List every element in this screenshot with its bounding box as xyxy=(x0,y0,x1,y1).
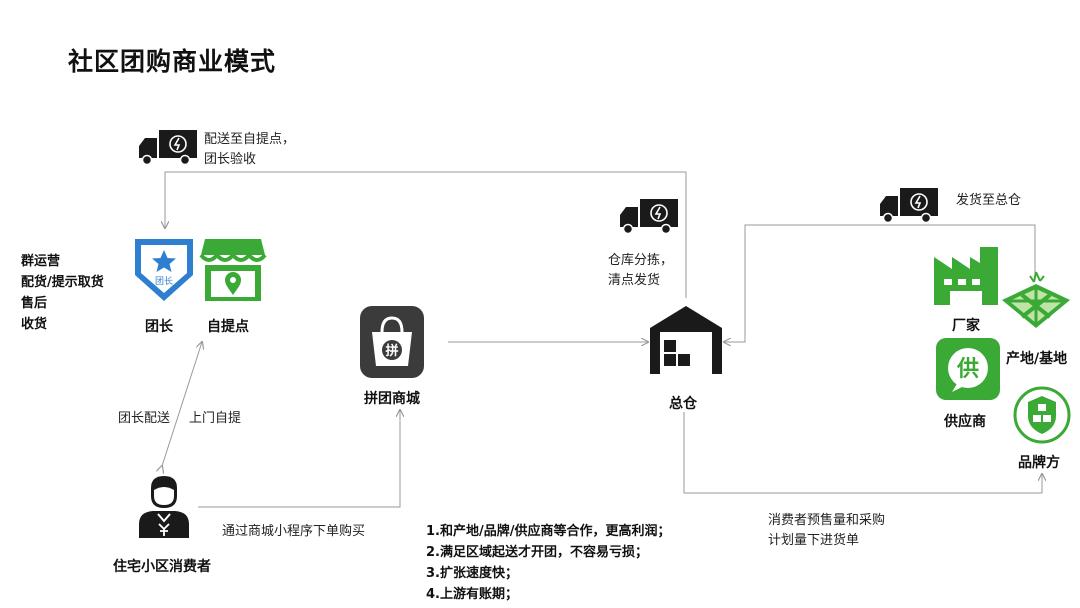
advantage-item: 1.和产地/品牌/供应商等合作，更高利润； xyxy=(426,524,671,539)
node-mall: 拼团商城 xyxy=(364,391,420,407)
node-brand: 品牌方 xyxy=(1018,455,1060,471)
supplier-icon: 供 xyxy=(936,338,1000,400)
delivery-truck-icon xyxy=(880,188,938,224)
edge-consumer-to-mall xyxy=(198,410,400,508)
warehouse-icon xyxy=(650,306,722,374)
pickup-store-icon xyxy=(199,239,267,301)
label-warehouse-sort: 仓库分拣， 清点发货 xyxy=(608,253,674,288)
farmland-icon xyxy=(1002,271,1070,328)
leader-badge-text: 团长 xyxy=(155,275,173,287)
label-deliver-to-pickup: 配送至自提点， 团长验收 xyxy=(204,132,296,167)
group-mall-icon: 拼 xyxy=(360,306,424,378)
delivery-truck-icon xyxy=(620,199,678,235)
label-leader-delivery: 团长配送 xyxy=(118,411,171,426)
leader-badge-icon: 团长 xyxy=(135,239,193,301)
edge-consumer-leader xyxy=(162,342,202,466)
brand-shield-icon xyxy=(1013,386,1071,444)
delivery-truck-icon xyxy=(139,130,197,166)
advantage-item: 3.扩张速度快； xyxy=(426,566,518,581)
leader-duties-list: 群运营 配货/提示取货 售后 收货 xyxy=(21,251,104,335)
node-factory: 厂家 xyxy=(952,318,980,334)
advantages-list: 1.和产地/品牌/供应商等合作，更高利润； 2.满足区域起送才开团，不容易亏损；… xyxy=(426,521,670,605)
edge-warehouse-to-brand xyxy=(683,412,1042,494)
edge-warehouse-to-pickup xyxy=(165,171,687,298)
label-ship-to-warehouse: 发货至总仓 xyxy=(956,193,1022,208)
node-pickup: 自提点 xyxy=(207,319,249,335)
label-self-pickup: 上门自提 xyxy=(189,411,242,426)
supplier-badge-text: 供 xyxy=(956,356,979,382)
edge-suppliers-to-warehouse xyxy=(724,224,1036,342)
node-consumer: 住宅小区消费者 xyxy=(113,559,211,575)
mall-badge-text: 拼 xyxy=(385,343,398,359)
duty-item: 收货 xyxy=(21,317,48,332)
consumer-person-icon xyxy=(139,476,189,538)
node-leader: 团长 xyxy=(145,319,173,335)
factory-icon xyxy=(934,247,998,305)
advantage-item: 2.满足区域起送才开团，不容易亏损； xyxy=(426,545,648,560)
node-warehouse: 总仓 xyxy=(669,396,697,412)
label-presale-purchase: 消费者预售量和采购 计划量下进货单 xyxy=(768,513,886,548)
node-supplier: 供应商 xyxy=(944,414,986,430)
label-order-via-mall: 通过商城小程序下单购买 xyxy=(222,524,366,539)
duty-item: 配货/提示取货 xyxy=(21,275,104,290)
duty-item: 群运营 xyxy=(21,254,61,269)
page-title: 社区团购商业模式 xyxy=(68,47,277,76)
node-origin: 产地/基地 xyxy=(1006,351,1068,367)
advantage-item: 4.上游有账期； xyxy=(426,587,518,602)
duty-item: 售后 xyxy=(21,296,48,311)
